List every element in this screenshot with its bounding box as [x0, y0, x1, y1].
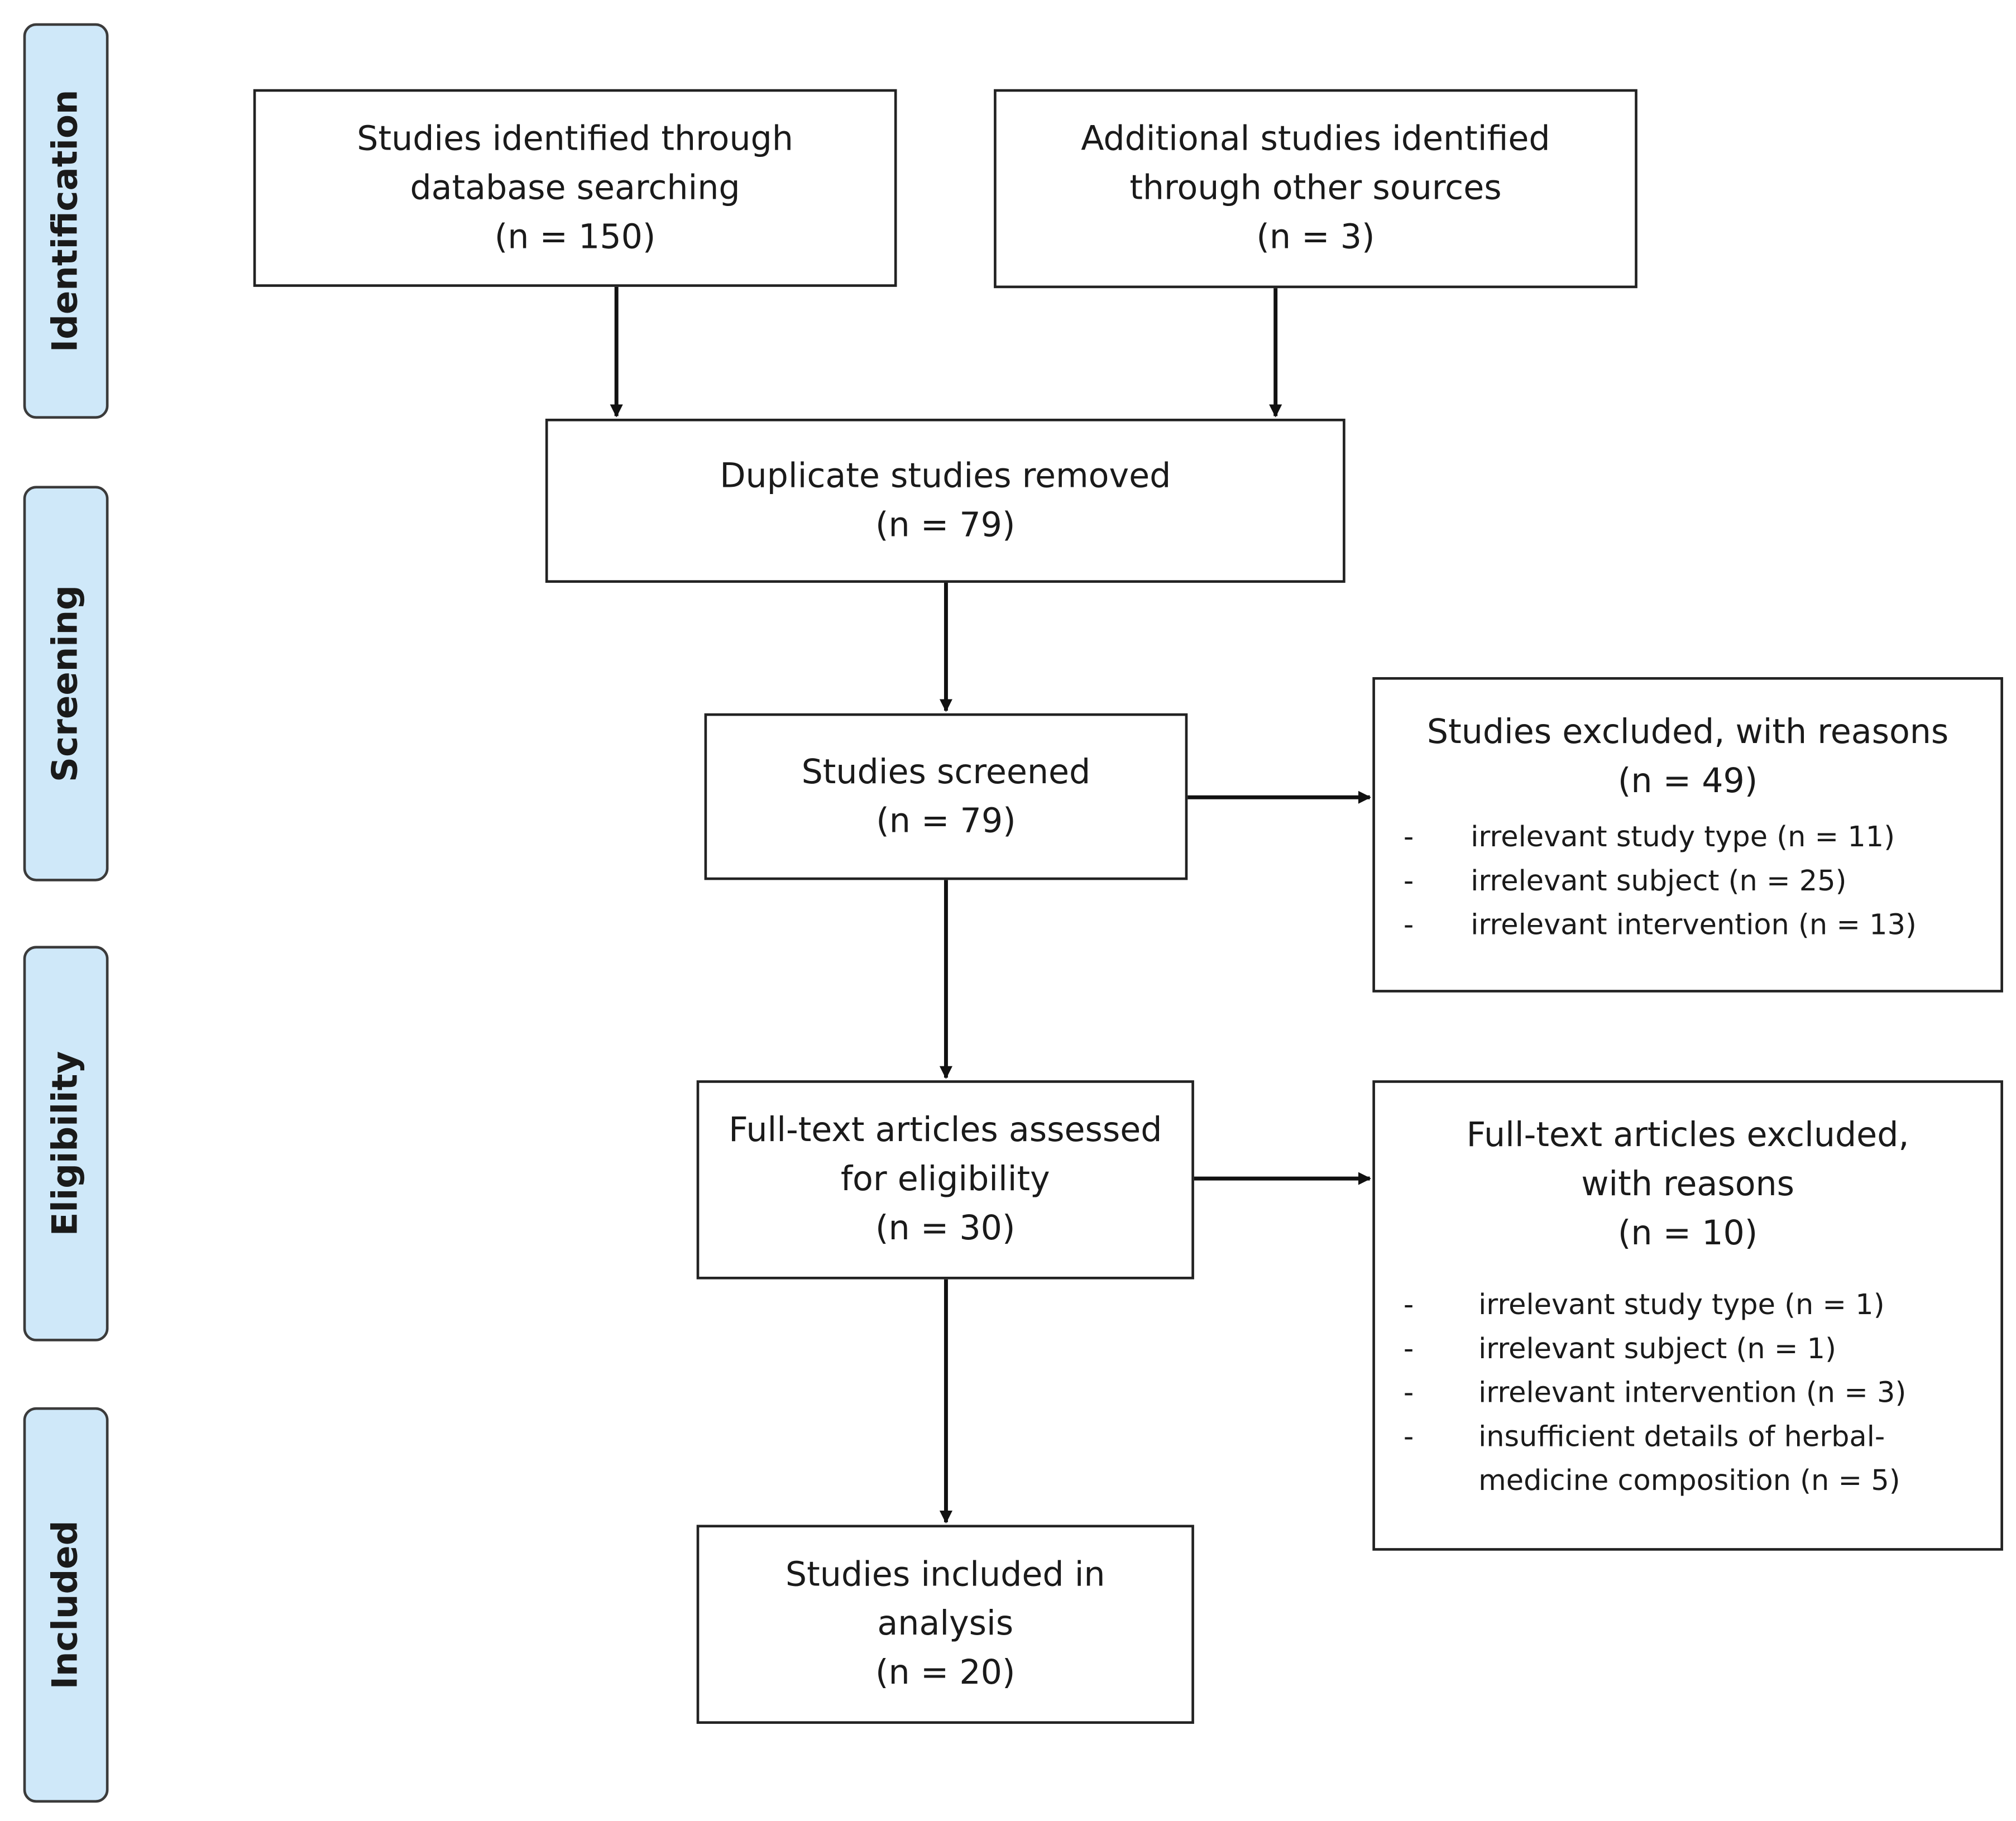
box-other-sources: Additional studies identified through ot…: [994, 89, 1637, 289]
list-item: medicine composition (n = 5): [1375, 1460, 2000, 1504]
dash-bullet: -: [1403, 865, 1414, 898]
box-studies-excluded: Studies excluded, with reasons (n = 49) …: [1372, 677, 2003, 993]
box-count: (n = 79): [876, 802, 1016, 841]
box-text: Additional studies identified: [1081, 120, 1550, 159]
box-studies-screened: Studies screened (n = 79): [704, 713, 1188, 880]
box-text: Studies excluded, with reasons: [1426, 713, 1949, 753]
box-studies-included: Studies included in analysis (n = 20): [696, 1525, 1194, 1724]
box-text: Studies identified through: [357, 119, 793, 159]
list-item: - irrelevant subject (n = 25): [1375, 861, 2000, 905]
stage-eligibility: Eligibility: [23, 946, 109, 1341]
box-text: for eligibility: [840, 1160, 1050, 1200]
reason-text: irrelevant subject (n = 25): [1471, 865, 1847, 898]
box-count: (n = 79): [875, 506, 1016, 545]
list-item: - insufficient details of herbal-: [1375, 1416, 2000, 1460]
list-item: - irrelevant intervention (n = 3): [1375, 1372, 2000, 1416]
stage-identification: Identification: [23, 23, 109, 419]
dash-bullet: -: [1403, 1377, 1414, 1410]
reason-text: irrelevant intervention (n = 13): [1471, 909, 1917, 942]
reason-text: insufficient details of herbal-: [1478, 1421, 1885, 1454]
list-item: - irrelevant intervention (n = 13): [1375, 904, 2000, 948]
box-count: (n = 49): [1617, 762, 1758, 802]
box-text: Studies screened: [801, 753, 1091, 792]
box-text: through other sources: [1129, 169, 1502, 208]
box-text: database searching: [410, 169, 740, 208]
box-text: with reasons: [1581, 1165, 1795, 1205]
dash-bullet: -: [1403, 1333, 1414, 1366]
reason-text: irrelevant intervention (n = 3): [1478, 1377, 1907, 1410]
reason-text: irrelevant subject (n = 1): [1478, 1333, 1836, 1366]
box-text: analysis: [877, 1604, 1014, 1644]
dash-bullet: -: [1403, 909, 1414, 942]
stage-included: Included: [23, 1407, 109, 1803]
box-duplicates-removed: Duplicate studies removed (n = 79): [545, 418, 1345, 583]
reason-text: irrelevant study type (n = 11): [1471, 822, 1895, 855]
box-count: (n = 3): [1256, 218, 1375, 257]
box-count: (n = 30): [875, 1209, 1016, 1249]
exclusion-reasons-list: - irrelevant study type (n = 1) - irreleva…: [1375, 1285, 2000, 1504]
reason-text: irrelevant study type (n = 1): [1478, 1290, 1885, 1322]
box-text: Duplicate studies removed: [720, 457, 1171, 496]
box-text: Full-text articles assessed: [729, 1111, 1162, 1151]
list-item: - irrelevant study type (n = 11): [1375, 817, 2000, 861]
exclusion-reasons-list: - irrelevant study type (n = 11) - irrelev…: [1375, 817, 2000, 948]
box-count: (n = 20): [875, 1654, 1016, 1693]
list-item: - irrelevant study type (n = 1): [1375, 1285, 2000, 1329]
box-text: Full-text articles excluded,: [1466, 1116, 1909, 1156]
dash-bullet: -: [1403, 822, 1414, 855]
box-text: Studies included in: [785, 1556, 1105, 1595]
stage-screening: Screening: [23, 486, 109, 881]
list-item: - irrelevant subject (n = 1): [1375, 1329, 2000, 1373]
dash-bullet: [1404, 1460, 1432, 1504]
reason-text: medicine composition (n = 5): [1478, 1465, 1900, 1498]
box-count: (n = 10): [1617, 1214, 1758, 1254]
dash-bullet: -: [1403, 1421, 1414, 1454]
dash-bullet: -: [1403, 1290, 1414, 1322]
box-full-text-excluded: Full-text articles excluded, with reason…: [1372, 1080, 2003, 1551]
box-count: (n = 150): [494, 218, 656, 257]
box-database-searching: Studies identified through database sear…: [253, 89, 897, 287]
box-full-text-assessed: Full-text articles assessed for eligibil…: [696, 1080, 1194, 1280]
